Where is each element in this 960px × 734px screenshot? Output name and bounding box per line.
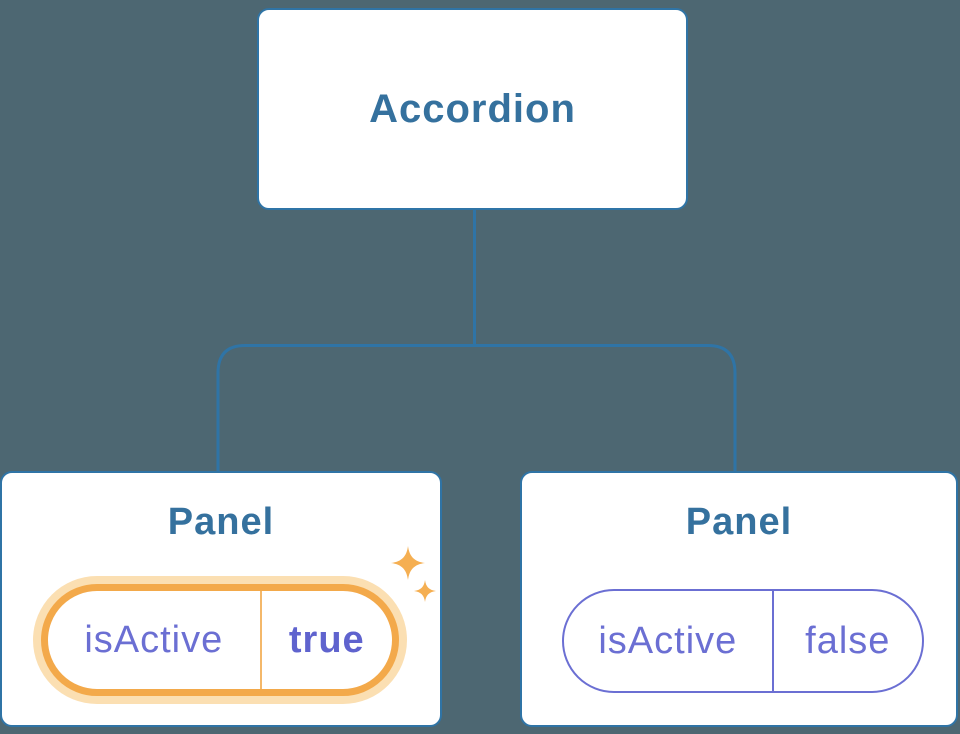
sparkle-icon bbox=[391, 544, 425, 582]
accordion-label: Accordion bbox=[369, 86, 576, 131]
component-box-accordion: Accordion bbox=[257, 8, 688, 210]
state-value: true bbox=[288, 618, 365, 661]
pill-divider bbox=[259, 591, 262, 689]
state-pill-active: isActive true bbox=[41, 584, 399, 696]
panel-label: Panel bbox=[167, 501, 275, 543]
state-value: false bbox=[805, 619, 891, 662]
panel-label: Panel bbox=[685, 501, 793, 543]
component-box-panel-active: Panel isActive true bbox=[0, 471, 442, 727]
pill-divider bbox=[771, 591, 774, 691]
component-box-panel-inactive: Panel isActive false bbox=[520, 471, 958, 727]
state-key: isActive bbox=[84, 618, 224, 661]
state-key: isActive bbox=[598, 619, 738, 662]
sparkle-icon bbox=[414, 579, 436, 603]
state-pill-inactive: isActive false bbox=[562, 589, 924, 693]
connector-branch bbox=[216, 344, 737, 472]
